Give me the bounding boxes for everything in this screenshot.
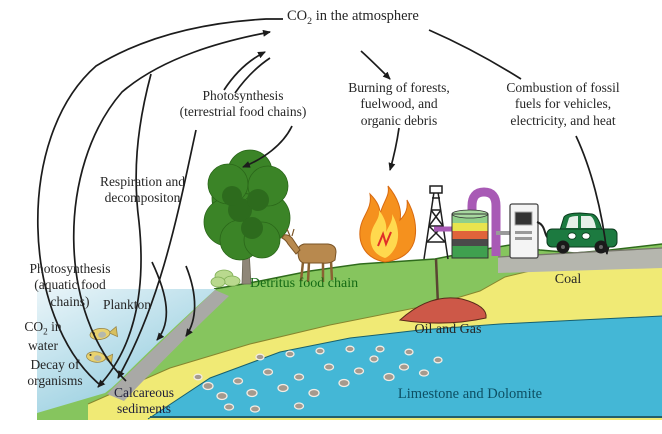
fuel-pump-icon bbox=[509, 203, 563, 259]
ocean-water bbox=[37, 289, 216, 413]
arrow-burning-to-fire bbox=[388, 127, 400, 171]
car-icon bbox=[546, 212, 618, 254]
label-limestone-dolomite: Limestone and Dolomite bbox=[397, 386, 543, 402]
rock-icons bbox=[193, 345, 443, 413]
storage-tank-icon bbox=[451, 209, 489, 259]
bush-icon bbox=[210, 269, 241, 288]
label-co2-atmosphere: CO2 in the atmosphere bbox=[287, 8, 419, 27]
label-decay-of-organisms: Decay of organisms bbox=[27, 357, 83, 389]
cycle-arrows bbox=[37, 18, 610, 388]
arrow-to-plankton-2 bbox=[185, 265, 196, 337]
label-photosynthesis-aquatic: Photosynthesis (aquatic food chains) bbox=[29, 261, 111, 309]
arrow-photosynthesis-up-2 bbox=[234, 57, 271, 94]
arrow-atmosphere-to-burning bbox=[360, 50, 391, 80]
label-combustion: Combustion of fossil fuels for vehicles,… bbox=[506, 80, 620, 128]
arrow-to-calcareous-2 bbox=[117, 129, 197, 379]
label-plankton: Plankton bbox=[103, 297, 152, 312]
moose-icon bbox=[281, 228, 337, 283]
fire-icon bbox=[359, 185, 417, 263]
label-co2-in-water: CO2 in water bbox=[24, 319, 62, 353]
arrow-label-to-tree bbox=[242, 125, 293, 168]
arrow-cycle-outer bbox=[37, 18, 283, 385]
arrow-photosynthesis-up-1 bbox=[223, 51, 266, 91]
arrow-to-plankton-1 bbox=[151, 261, 168, 341]
label-photosynthesis-terrestrial: Photosynthesis (terrestrial food chains) bbox=[179, 88, 307, 120]
arrow-respiration-to-atmosphere bbox=[72, 29, 271, 382]
label-burning: Burning of forests, fuelwood, and organi… bbox=[348, 80, 450, 128]
tree-icon bbox=[203, 149, 291, 285]
oil-deposit-icon bbox=[398, 258, 487, 324]
label-coal: Coal bbox=[554, 272, 582, 287]
arrow-to-calcareous-1 bbox=[97, 73, 152, 388]
arrow-atmosphere-to-combustion bbox=[428, 29, 522, 80]
label-respiration: Respiration and decompositon bbox=[99, 174, 186, 206]
oil-derrick-icon bbox=[423, 185, 449, 260]
arrow-combustion-to-ground bbox=[575, 135, 610, 255]
label-calcareous-sediments: Calcareous sediments bbox=[114, 385, 174, 417]
shore-slope bbox=[107, 290, 229, 401]
label-oil-and-gas: Oil and Gas bbox=[414, 322, 482, 337]
label-detritus-food-chain: Detritus food chain bbox=[250, 276, 359, 291]
